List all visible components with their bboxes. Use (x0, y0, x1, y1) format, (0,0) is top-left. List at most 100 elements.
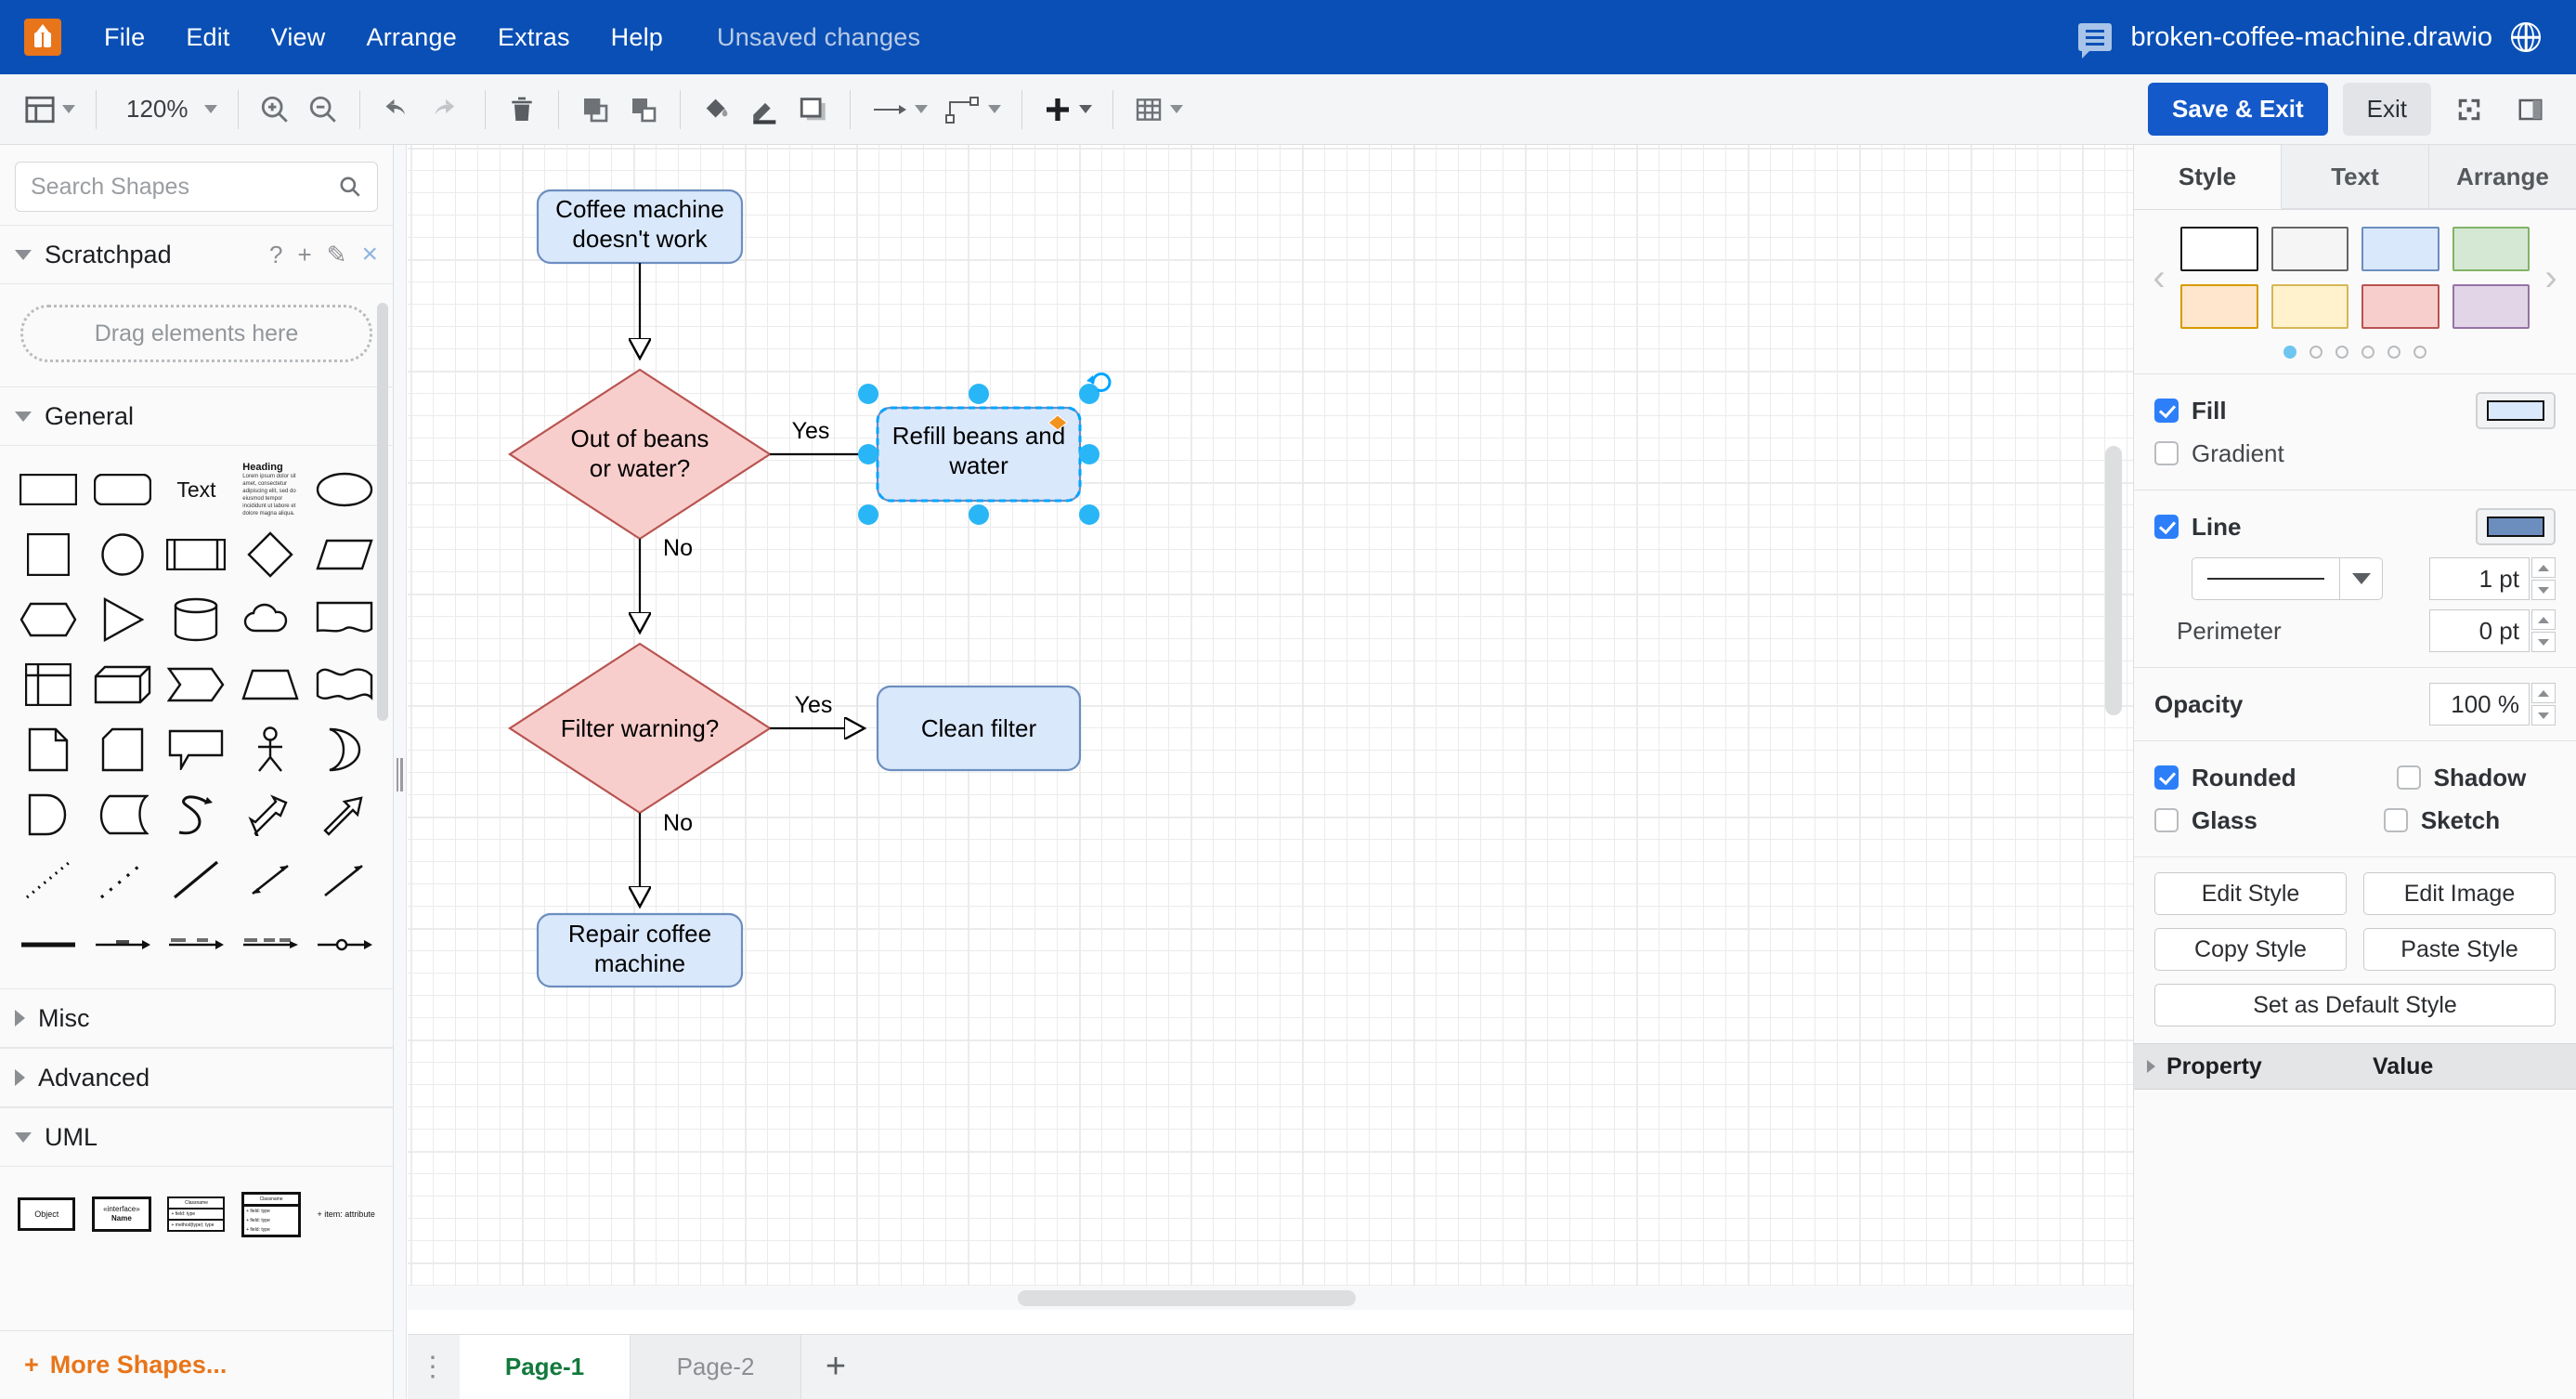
zoom-level-dropdown[interactable]: 120% (110, 84, 225, 136)
shape-parallelogram[interactable] (309, 526, 380, 583)
panel-splitter[interactable] (394, 145, 407, 1399)
globe-icon[interactable] (2511, 22, 2541, 52)
layout-icon[interactable] (17, 84, 83, 136)
style-swatch-purple[interactable] (2452, 284, 2530, 329)
search-icon[interactable] (338, 174, 362, 200)
shape-thick-arrow[interactable] (309, 786, 380, 843)
fullscreen-icon[interactable] (2446, 84, 2492, 136)
insert-icon[interactable] (1035, 84, 1099, 136)
shape-diamond[interactable] (235, 526, 306, 583)
shape-arrow-curve[interactable] (162, 786, 232, 843)
search-input[interactable] (31, 173, 339, 201)
shape-internal-storage[interactable] (13, 656, 84, 713)
shape-tape[interactable] (309, 656, 380, 713)
style-swatch-yellow[interactable] (2270, 284, 2348, 329)
chevron-right-icon[interactable] (2147, 1060, 2155, 1073)
section-header-general[interactable]: General (0, 386, 393, 446)
chevron-right-icon[interactable] (15, 1010, 25, 1026)
uml-shape-classname-2[interactable]: Classname + field: type + method(type): … (161, 1183, 232, 1245)
shape-ellipse[interactable] (309, 461, 380, 518)
shape-cube[interactable] (87, 656, 158, 713)
glass-checkbox[interactable] (2154, 808, 2179, 832)
shape-dashed-labeled-arrow[interactable] (162, 916, 232, 974)
waypoints-icon[interactable] (937, 84, 1008, 136)
add-page-icon[interactable]: + (825, 1347, 847, 1386)
fill-color-button[interactable] (2476, 392, 2556, 429)
comment-icon[interactable] (2078, 23, 2113, 59)
shape-cloud[interactable] (235, 591, 306, 648)
tab-text[interactable]: Text (2282, 145, 2429, 209)
close-icon[interactable]: × (361, 239, 378, 269)
shape-step[interactable] (162, 656, 232, 713)
stepper-up-icon[interactable] (2531, 557, 2556, 578)
selection-handles[interactable] (858, 373, 1112, 525)
shapes-panel-scrollbar[interactable] (377, 303, 388, 721)
chevron-right-icon[interactable]: › (2544, 256, 2557, 298)
opacity-stepper[interactable] (2531, 683, 2556, 726)
stepper-up-icon[interactable] (2531, 683, 2556, 703)
shape-document[interactable] (309, 591, 380, 648)
perimeter-stepper[interactable] (2531, 609, 2556, 652)
zoom-out-icon[interactable] (300, 84, 346, 136)
palette-dot-3[interactable] (2335, 346, 2348, 359)
tab-arrange[interactable]: Arrange (2429, 145, 2576, 209)
shape-triangle[interactable] (87, 591, 158, 648)
node-out-of-beans[interactable]: Out of beans or water? (507, 368, 773, 541)
shape-labeled-arrow[interactable] (87, 916, 158, 974)
node-clean-filter[interactable]: Clean filter (876, 685, 1082, 772)
line-style-dropdown[interactable] (2192, 557, 2383, 600)
style-swatch-gray[interactable] (2270, 227, 2348, 271)
shape-callout[interactable] (162, 721, 232, 778)
perimeter-value[interactable]: 0 pt (2429, 609, 2530, 652)
palette-dot-5[interactable] (2387, 346, 2400, 359)
diagram-canvas[interactable]: Coffee machine doesn't work Out of beans… (408, 145, 2133, 1310)
sketch-checkbox[interactable] (2383, 808, 2408, 832)
shape-link[interactable] (13, 916, 84, 974)
search-shapes-box[interactable] (15, 162, 378, 212)
edge-arrow-icon[interactable] (864, 84, 935, 136)
stepper-down-icon[interactable] (2531, 580, 2556, 600)
shape-actor[interactable] (235, 721, 306, 778)
shape-directional-arrow[interactable] (309, 851, 380, 909)
stepper-down-icon[interactable] (2531, 632, 2556, 652)
shape-line[interactable] (162, 851, 232, 909)
shape-source-target-arrow[interactable] (235, 916, 306, 974)
menu-arrange[interactable]: Arrange (366, 22, 457, 51)
shape-text[interactable]: Text (162, 461, 232, 518)
canvas-hscrollbar-thumb[interactable] (1018, 1290, 1356, 1306)
section-header-scratchpad[interactable]: Scratchpad ? + ✎ × (0, 225, 393, 284)
shape-or[interactable] (309, 721, 380, 778)
fill-checkbox[interactable] (2154, 399, 2179, 423)
style-swatch-red[interactable] (2361, 284, 2439, 329)
style-swatch-white[interactable] (2180, 227, 2258, 271)
menu-view[interactable]: View (270, 22, 326, 51)
add-icon[interactable]: + (297, 240, 312, 268)
rounded-checkbox[interactable] (2154, 765, 2179, 790)
chevron-left-icon[interactable]: ‹ (2153, 256, 2166, 298)
stepper-down-icon[interactable] (2531, 705, 2556, 726)
palette-dot-2[interactable] (2309, 346, 2322, 359)
line-width-value[interactable]: 1 pt (2429, 557, 2530, 600)
shape-cylinder[interactable] (162, 591, 232, 648)
shape-process[interactable] (162, 526, 232, 583)
chevron-down-icon[interactable] (15, 411, 32, 422)
shape-rectangle[interactable] (13, 461, 84, 518)
delete-icon[interactable] (499, 84, 545, 136)
palette-dot-6[interactable] (2413, 346, 2426, 359)
edit-image-button[interactable]: Edit Image (2363, 872, 2556, 915)
shadow-checkbox[interactable] (2396, 765, 2421, 790)
format-panel-icon[interactable] (2507, 84, 2554, 136)
uml-shape-classname-3[interactable]: Classname + field: type + field: type + … (236, 1183, 307, 1245)
help-icon[interactable]: ? (269, 240, 283, 268)
section-header-uml[interactable]: UML (0, 1107, 393, 1167)
edit-icon[interactable]: ✎ (326, 240, 347, 268)
style-swatch-green[interactable] (2452, 227, 2530, 271)
undo-icon[interactable] (373, 84, 422, 136)
shape-rounded-rectangle[interactable] (87, 461, 158, 518)
shape-delay[interactable] (13, 786, 84, 843)
palette-dot-1[interactable] (2283, 346, 2296, 359)
splitter-grip-icon[interactable] (397, 758, 403, 791)
page-tab-page-1[interactable]: Page-1 (460, 1335, 631, 1399)
more-shapes-button[interactable]: + More Shapes... (0, 1330, 393, 1399)
opacity-value[interactable]: 100 % (2429, 683, 2530, 726)
